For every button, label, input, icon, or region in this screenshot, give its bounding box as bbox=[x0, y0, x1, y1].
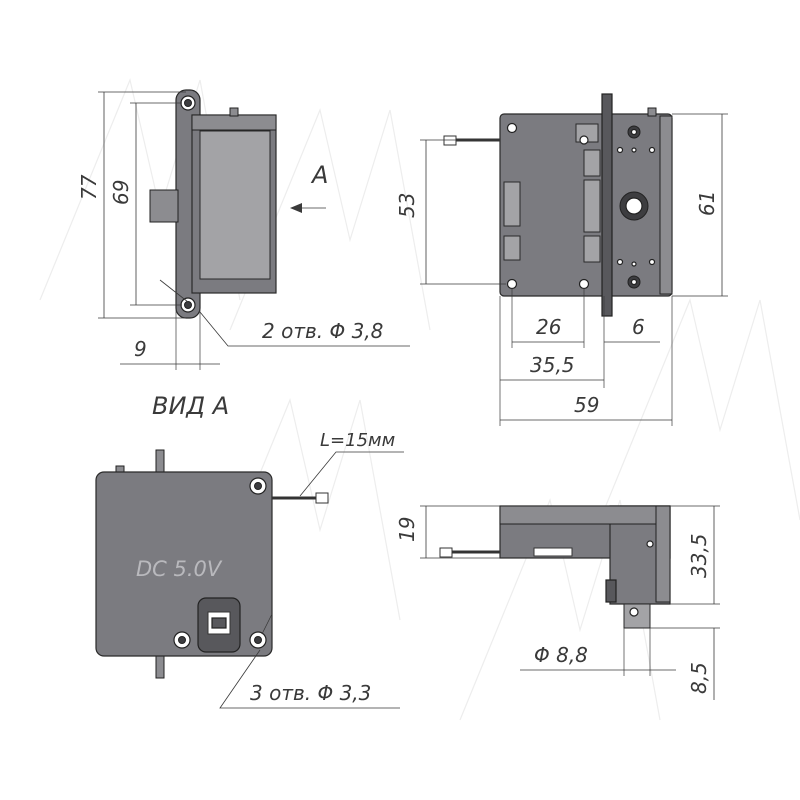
side-stub bbox=[149, 189, 179, 223]
dc-label: DC 5.0V bbox=[136, 557, 223, 581]
front-hole-2 bbox=[506, 278, 518, 290]
shaft-hole bbox=[629, 607, 639, 617]
dim-77-label: 77 bbox=[77, 174, 101, 200]
dim-diameter-label: Φ 8,8 bbox=[534, 643, 588, 667]
back-holes-note-label: 3 отв. Φ 3,3 bbox=[250, 681, 371, 705]
dim-59-label: 59 bbox=[574, 393, 599, 417]
dim-61-label: 61 bbox=[695, 191, 719, 216]
top-right-view: 53 61 26 6 35,5 59 bbox=[395, 93, 728, 426]
top-left-view: 77 69 9 2 отв. Φ 3,8 A ВИД А bbox=[77, 89, 410, 420]
front-flange bbox=[601, 93, 613, 317]
back-hole-1-inner bbox=[254, 482, 262, 490]
cable-connector bbox=[443, 135, 457, 146]
top-right-edge bbox=[655, 505, 671, 603]
shaft bbox=[623, 603, 651, 629]
back-hole-2-inner bbox=[178, 636, 186, 644]
view-title: ВИД А bbox=[152, 392, 229, 420]
back-pin-top bbox=[155, 449, 165, 475]
dim-6-label: 6 bbox=[632, 315, 645, 339]
front-hole-9 bbox=[616, 146, 624, 154]
mount-hole-top-inner bbox=[184, 99, 192, 107]
dim-8-5-label: 8,5 bbox=[687, 662, 711, 694]
connector-pins bbox=[211, 617, 227, 629]
dim-19-label: 19 bbox=[395, 517, 419, 542]
top-housing-window bbox=[533, 547, 573, 557]
holes-note-label: 2 отв. Φ 3,8 bbox=[262, 319, 383, 343]
back-cable-connector bbox=[315, 492, 329, 504]
bottom-left-view: DC 5.0V L=15мм 3 отв. Φ 3,3 bbox=[95, 430, 404, 709]
dim-26-label: 26 bbox=[536, 315, 561, 339]
view-arrow bbox=[290, 203, 302, 213]
mount-hole-bottom-inner bbox=[184, 301, 192, 309]
dim-69-label: 69 bbox=[109, 180, 133, 205]
top-cable-connector bbox=[439, 547, 453, 558]
dim-53-label: 53 bbox=[395, 193, 419, 218]
slot-2 bbox=[503, 235, 521, 261]
front-hole-14 bbox=[631, 261, 637, 267]
housing-top-lip bbox=[191, 114, 277, 131]
front-hole-13 bbox=[631, 147, 637, 153]
front-hole-10 bbox=[648, 146, 656, 154]
front-hole-1 bbox=[506, 122, 518, 134]
slot-4 bbox=[583, 179, 601, 233]
front-hole-11 bbox=[616, 258, 624, 266]
front-hole-12 bbox=[648, 258, 656, 266]
top-flange bbox=[605, 579, 617, 603]
front-hole-4 bbox=[579, 135, 589, 145]
dim-33-5-label: 33,5 bbox=[687, 533, 711, 578]
cable-length-label: L=15мм bbox=[320, 430, 395, 451]
front-right-edge bbox=[659, 115, 673, 295]
bottom-right-view: 19 33,5 8,5 Φ 8,8 bbox=[395, 505, 720, 700]
top-hole bbox=[646, 540, 654, 548]
dim-35-5-label: 35,5 bbox=[530, 353, 575, 377]
front-hole-6 bbox=[630, 128, 638, 136]
back-hole-3-inner bbox=[254, 636, 262, 644]
housing-window bbox=[199, 130, 271, 280]
top-housing-cap bbox=[499, 505, 671, 525]
slot-1 bbox=[503, 181, 521, 227]
view-arrow-label: A bbox=[310, 161, 328, 189]
front-hole-3 bbox=[578, 278, 590, 290]
front-knob-inner bbox=[625, 197, 643, 215]
pin bbox=[229, 107, 239, 117]
front-pin bbox=[647, 107, 657, 117]
front-hole-8 bbox=[630, 278, 638, 286]
dim-9-label: 9 bbox=[134, 337, 147, 361]
slot-5 bbox=[583, 235, 601, 263]
slot-3 bbox=[583, 149, 601, 177]
